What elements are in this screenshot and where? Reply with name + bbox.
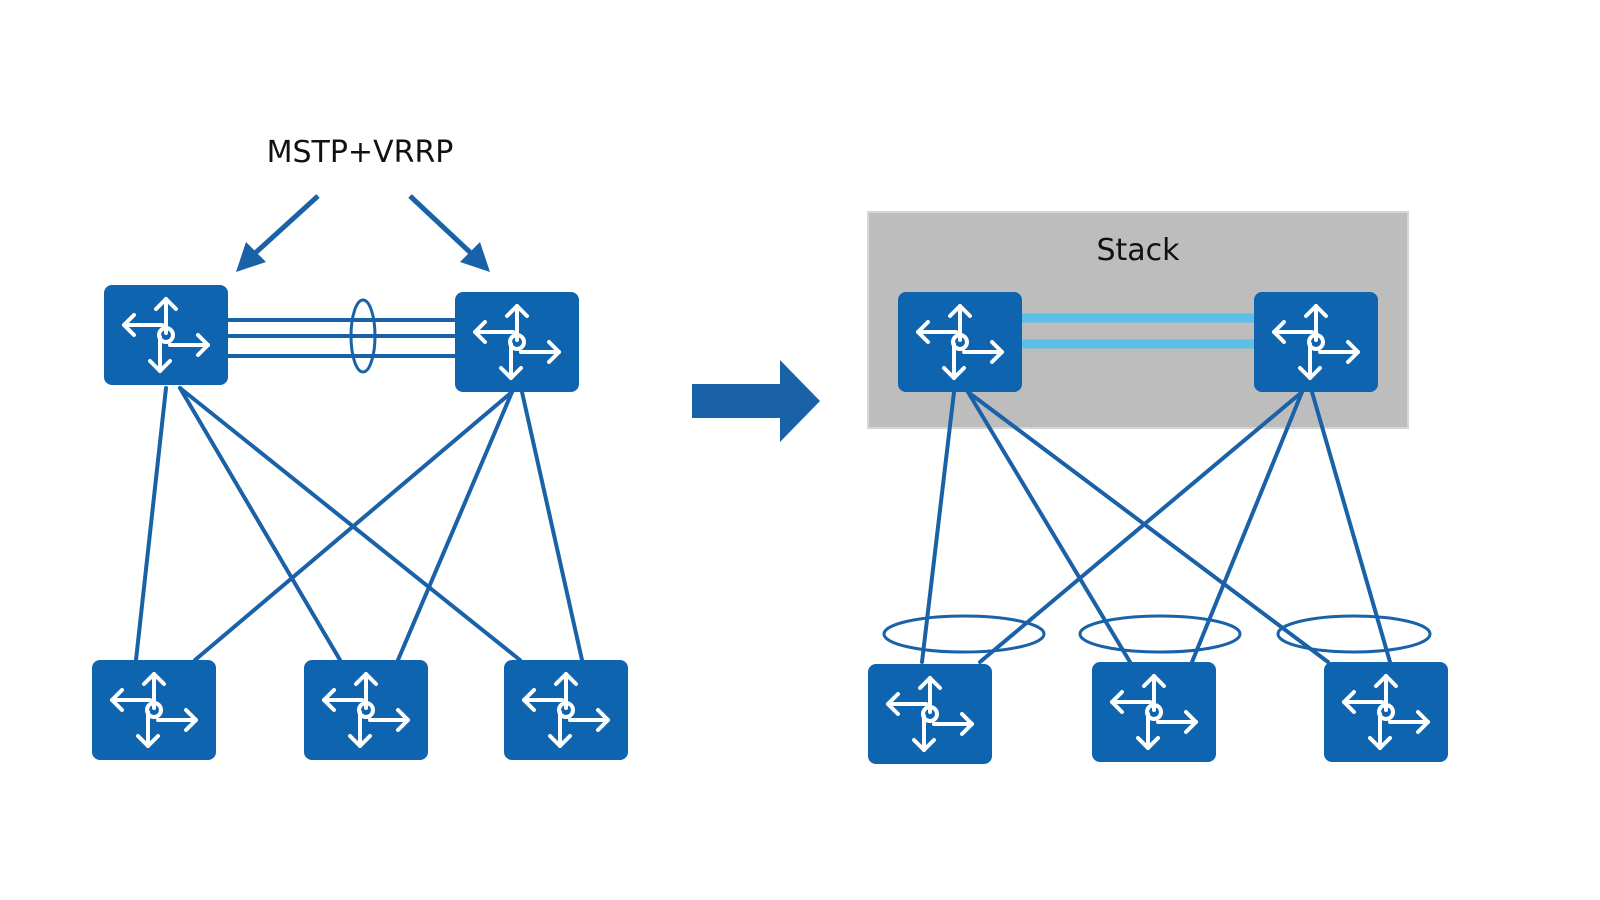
left-diagram: MSTP+VRRP — [92, 135, 628, 760]
trunk-ellipse — [349, 298, 377, 374]
label-pointer-arrows — [236, 194, 490, 272]
switch-icon — [898, 292, 1022, 392]
switch-icon — [92, 660, 216, 760]
protocol-label: MSTP+VRRP — [267, 135, 454, 170]
switch-icon — [1092, 662, 1216, 762]
switch-icon — [455, 292, 579, 392]
right-downlinks — [920, 390, 1392, 664]
lag-ellipses — [882, 614, 1432, 654]
stack-label: Stack — [1096, 233, 1180, 268]
right-arrow-icon — [692, 360, 820, 442]
core-trunk — [224, 298, 460, 374]
pointer-arrowhead-right — [460, 242, 490, 272]
lag-ellipse — [882, 614, 1046, 654]
switch-icon — [304, 660, 428, 760]
pointer-arrowhead-left — [236, 242, 266, 272]
switch-icon — [868, 664, 992, 764]
switch-icon — [1254, 292, 1378, 392]
lag-ellipse — [1078, 614, 1242, 654]
right-diagram: Stack — [867, 211, 1448, 764]
switch-icon — [504, 660, 628, 760]
switch-icon — [104, 285, 228, 385]
lag-ellipse — [1276, 614, 1432, 654]
stack-links — [1018, 313, 1256, 349]
left-downlinks — [134, 386, 584, 662]
switch-icon — [1324, 662, 1448, 762]
